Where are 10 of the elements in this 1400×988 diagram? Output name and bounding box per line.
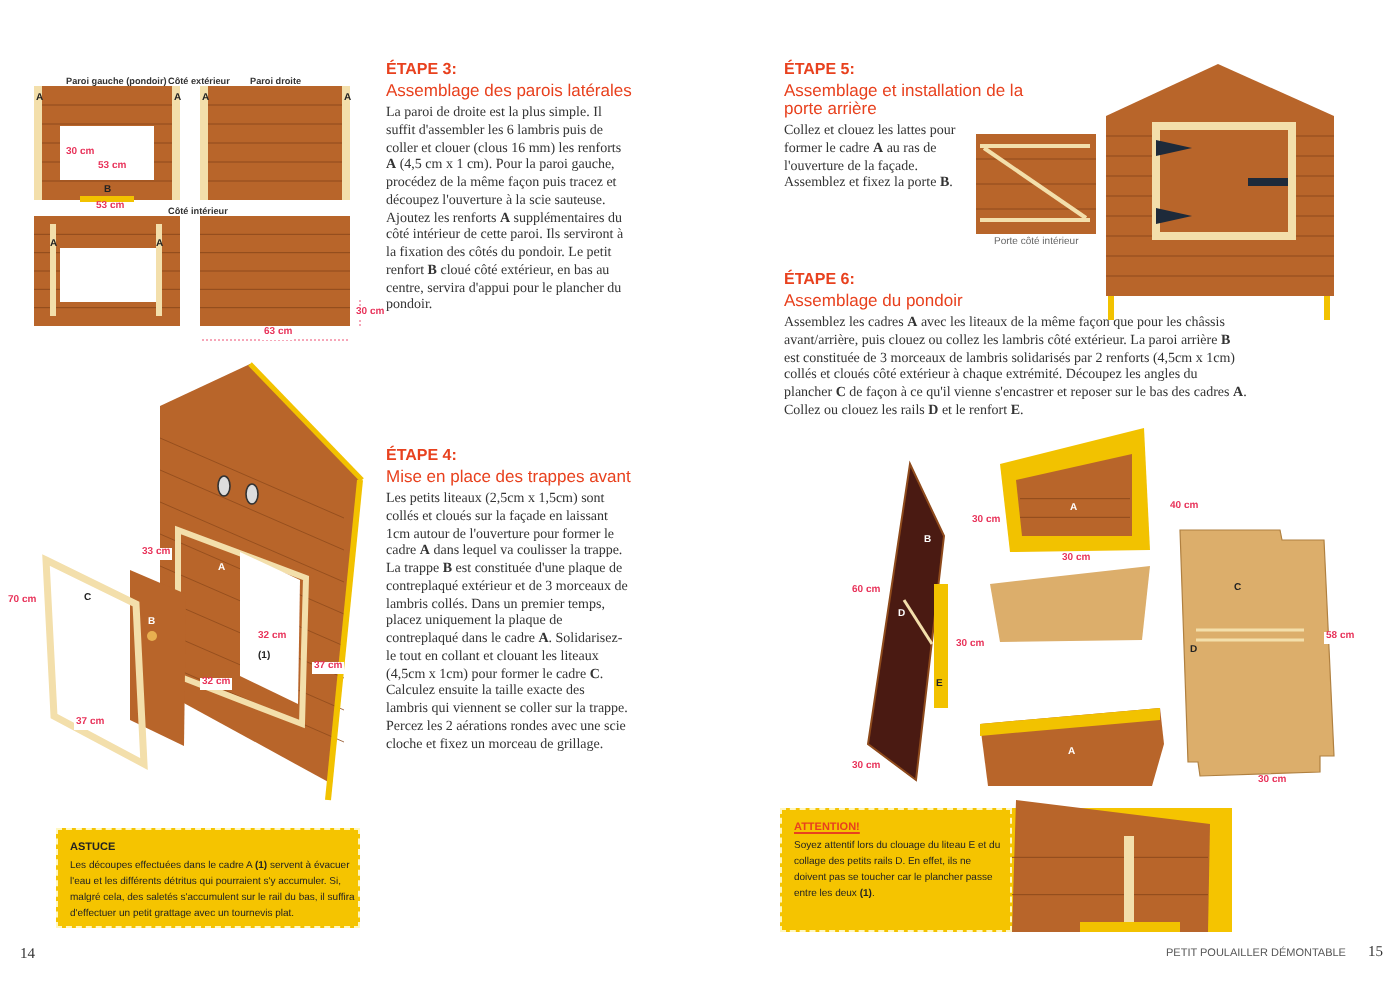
step-number: ÉTAPE 3: xyxy=(386,62,457,80)
step-heading: Assemblage des parois latérales xyxy=(386,82,634,100)
step-heading: Assemblage et installation de la porte arrière xyxy=(784,82,1026,118)
tip-panel xyxy=(780,808,1012,932)
step-number: ÉTAPE 6: xyxy=(784,272,855,290)
step-heading: Assemblage du pondoir xyxy=(784,292,965,310)
step-heading: Mise en place des trappes avant xyxy=(386,468,633,486)
step-number: ÉTAPE 5: xyxy=(784,62,855,80)
step-number: ÉTAPE 4: xyxy=(386,448,457,466)
tip-panel xyxy=(56,828,360,928)
